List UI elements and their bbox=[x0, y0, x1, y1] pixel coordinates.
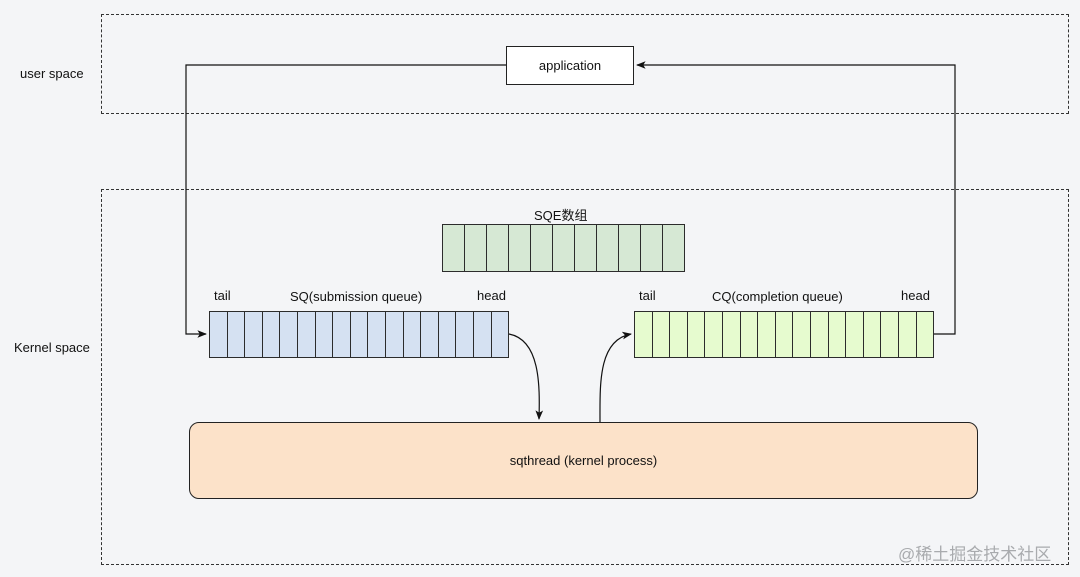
watermark: @稀土掘金技术社区 bbox=[898, 545, 1052, 564]
queue-cell bbox=[864, 312, 882, 357]
app-to-sq-arrow bbox=[185, 64, 506, 338]
queue-cell bbox=[917, 312, 934, 357]
queue-cell bbox=[575, 225, 597, 271]
queue-cell bbox=[439, 312, 457, 357]
queue-cell bbox=[705, 312, 723, 357]
sqthread-node: sqthread (kernel process) bbox=[189, 422, 978, 499]
queue-cell bbox=[492, 312, 509, 357]
user-space-region bbox=[101, 14, 1069, 114]
queue-cell bbox=[723, 312, 741, 357]
queue-cell bbox=[210, 312, 228, 357]
queue-cell bbox=[509, 225, 531, 271]
queue-cell bbox=[663, 225, 684, 271]
sq-tail-label: tail bbox=[214, 288, 231, 303]
queue-cell bbox=[688, 312, 706, 357]
user-space-label: user space bbox=[20, 66, 84, 81]
application-node: application bbox=[506, 46, 634, 85]
queue-cell bbox=[776, 312, 794, 357]
cq-to-app-arrow bbox=[636, 61, 956, 335]
queue-cell bbox=[597, 225, 619, 271]
sqe-array-title: SQE数组 bbox=[534, 208, 588, 223]
queue-cell bbox=[641, 225, 663, 271]
queue-cell bbox=[280, 312, 298, 357]
queue-cell bbox=[811, 312, 829, 357]
queue-cell bbox=[474, 312, 492, 357]
sqthread-label: sqthread (kernel process) bbox=[509, 453, 658, 468]
queue-cell bbox=[351, 312, 369, 357]
queue-cell bbox=[404, 312, 422, 357]
queue-cell bbox=[653, 312, 671, 357]
queue-cell bbox=[553, 225, 575, 271]
completion-queue bbox=[634, 311, 934, 358]
queue-cell bbox=[316, 312, 334, 357]
queue-cell bbox=[531, 225, 553, 271]
queue-cell bbox=[386, 312, 404, 357]
kernel-space-region bbox=[101, 189, 1069, 565]
application-label: application bbox=[538, 58, 602, 73]
sqe-array bbox=[442, 224, 685, 272]
cq-title: CQ(completion queue) bbox=[712, 289, 843, 304]
queue-cell bbox=[487, 225, 509, 271]
queue-cell bbox=[899, 312, 917, 357]
queue-cell bbox=[443, 225, 465, 271]
cq-head-label: head bbox=[901, 288, 930, 303]
submission-queue bbox=[209, 311, 509, 358]
kernel-space-label: Kernel space bbox=[14, 340, 90, 355]
cq-tail-label: tail bbox=[639, 288, 656, 303]
queue-cell bbox=[619, 225, 641, 271]
queue-cell bbox=[793, 312, 811, 357]
queue-cell bbox=[333, 312, 351, 357]
queue-cell bbox=[881, 312, 899, 357]
queue-cell bbox=[263, 312, 281, 357]
queue-cell bbox=[228, 312, 246, 357]
queue-cell bbox=[456, 312, 474, 357]
queue-cell bbox=[829, 312, 847, 357]
queue-cell bbox=[465, 225, 487, 271]
queue-cell bbox=[368, 312, 386, 357]
queue-cell bbox=[846, 312, 864, 357]
queue-cell bbox=[245, 312, 263, 357]
queue-cell bbox=[421, 312, 439, 357]
sq-to-sqthread-arrow bbox=[508, 333, 544, 420]
queue-cell bbox=[758, 312, 776, 357]
sq-title: SQ(submission queue) bbox=[290, 289, 423, 304]
sq-head-label: head bbox=[477, 288, 506, 303]
queue-cell bbox=[635, 312, 653, 357]
queue-cell bbox=[298, 312, 316, 357]
sqthread-to-cq-arrow bbox=[599, 331, 632, 423]
queue-cell bbox=[670, 312, 688, 357]
queue-cell bbox=[741, 312, 759, 357]
